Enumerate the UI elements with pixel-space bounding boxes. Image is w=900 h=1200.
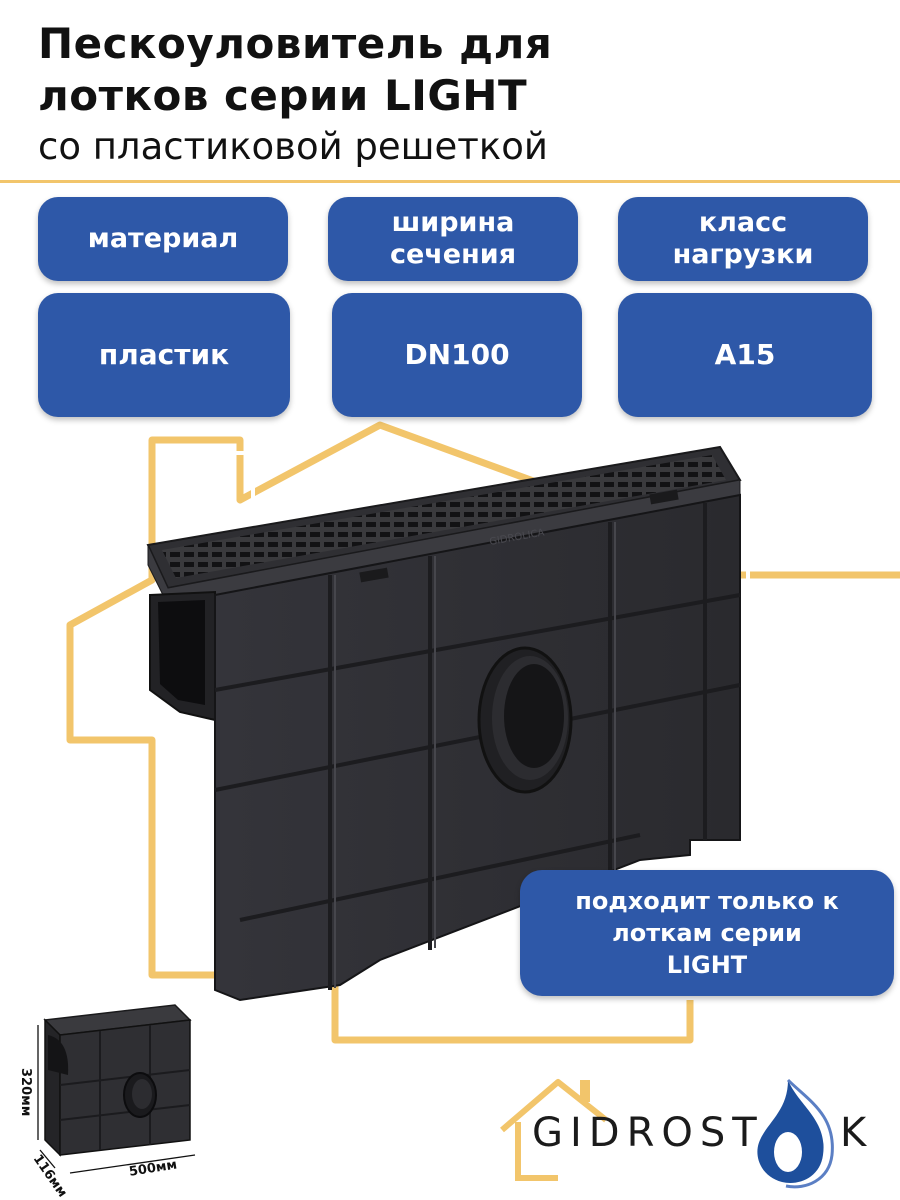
- spec-label-load-class: класс нагрузки: [618, 197, 868, 281]
- spec-label-section-width: ширина сечения: [328, 197, 578, 281]
- logo-text-right: K: [840, 1110, 874, 1156]
- title-divider: [0, 180, 900, 183]
- spec-label-material-text: материал: [87, 223, 239, 254]
- title-line-3: со пластиковой решеткой: [38, 125, 548, 168]
- logo-house-drop-icon: [500, 1078, 834, 1189]
- page-title: Пескоуловитель для лотков серии LIGHT со…: [38, 18, 878, 172]
- compatibility-note: подходит только к лоткам серии LIGHT: [520, 870, 894, 996]
- compatibility-note-line-2: лоткам серии: [612, 919, 802, 947]
- compatibility-note-line-3: LIGHT: [666, 951, 748, 979]
- spec-label-section-width-line-2: сечения: [389, 239, 517, 270]
- dimension-height-label: 320мм: [18, 1068, 33, 1117]
- spec-label-load-class-line-1: класс: [698, 207, 788, 238]
- title-line-2: лотков серии LIGHT: [38, 71, 528, 120]
- gidrostok-logo: GIDROST K: [498, 1060, 898, 1190]
- spec-value-section-width: DN100: [332, 293, 582, 417]
- logo-text-left: GIDROST: [532, 1110, 764, 1156]
- spec-label-load-class-line-2: нагрузки: [672, 239, 814, 270]
- spec-value-load-class-text: A15: [714, 338, 776, 371]
- spec-value-material-text: пластик: [98, 338, 230, 371]
- spec-label-material: материал: [38, 197, 288, 281]
- title-line-1: Пескоуловитель для: [38, 19, 553, 68]
- spec-label-section-width-line-1: ширина: [391, 207, 515, 238]
- spec-value-load-class: A15: [618, 293, 872, 417]
- spec-value-material: пластик: [38, 293, 290, 417]
- compatibility-note-line-1: подходит только к: [575, 887, 839, 915]
- dimension-diagram: [37, 1004, 196, 1174]
- spec-value-section-width-text: DN100: [404, 338, 510, 371]
